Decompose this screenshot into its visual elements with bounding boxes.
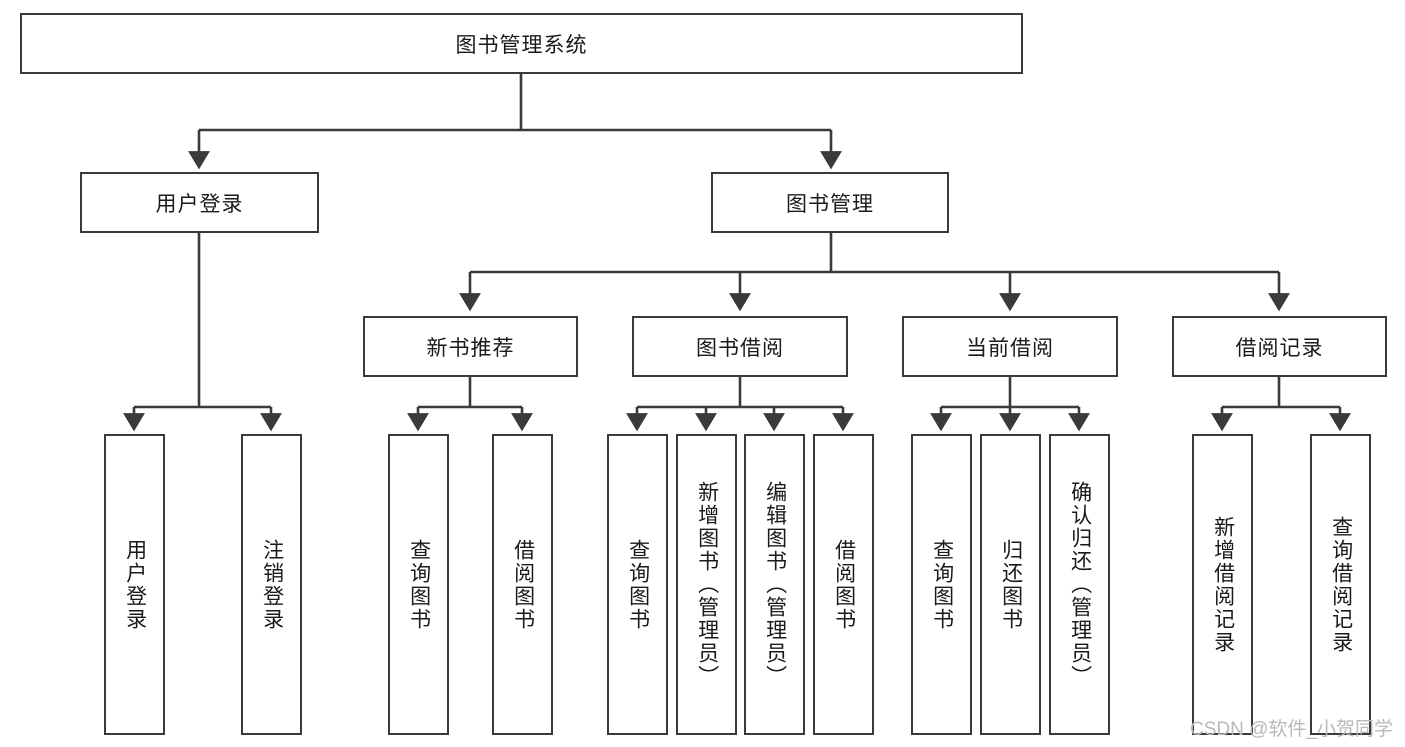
leaf-query-book-3[interactable]: 查询图书 xyxy=(911,434,972,735)
node-current-borrow-label: 当前借阅 xyxy=(966,336,1054,360)
node-new-book-recommend-label: 新书推荐 xyxy=(426,336,515,360)
leaf-add-borrow-record-label: 新增借阅记录 xyxy=(1211,515,1235,654)
leaf-add-borrow-record[interactable]: 新增借阅记录 xyxy=(1192,434,1253,735)
leaf-add-book[interactable]: 新增图书（管理员） xyxy=(676,434,737,735)
leaf-query-book-2[interactable]: 查询图书 xyxy=(607,434,668,735)
leaf-edit-book-label: 编辑图书（管理员） xyxy=(763,481,787,688)
leaf-query-book-3-label: 查询图书 xyxy=(930,538,954,631)
leaf-user-login[interactable]: 用户登录 xyxy=(104,434,165,735)
leaf-user-logout[interactable]: 注销登录 xyxy=(241,434,302,735)
leaf-return-book-label: 归还图书 xyxy=(999,538,1023,631)
node-borrow-record[interactable]: 借阅记录 xyxy=(1172,316,1387,377)
node-new-book-recommend[interactable]: 新书推荐 xyxy=(363,316,578,377)
node-book-borrow[interactable]: 图书借阅 xyxy=(632,316,848,377)
leaf-borrow-book-2-label: 借阅图书 xyxy=(832,538,856,631)
leaf-borrow-book-1[interactable]: 借阅图书 xyxy=(492,434,553,735)
leaf-user-logout-label: 注销登录 xyxy=(260,538,284,631)
node-user-login-label: 用户登录 xyxy=(155,192,244,216)
leaf-query-book-2-label: 查询图书 xyxy=(626,538,650,631)
leaf-query-book-1-label: 查询图书 xyxy=(407,538,431,631)
leaf-user-login-label: 用户登录 xyxy=(123,538,147,631)
leaf-query-borrow-record[interactable]: 查询借阅记录 xyxy=(1310,434,1371,735)
leaf-query-book-1[interactable]: 查询图书 xyxy=(388,434,449,735)
node-book-manage[interactable]: 图书管理 xyxy=(711,172,949,233)
leaf-query-borrow-record-label: 查询借阅记录 xyxy=(1329,515,1353,654)
leaf-borrow-book-2[interactable]: 借阅图书 xyxy=(813,434,874,735)
node-user-login[interactable]: 用户登录 xyxy=(80,172,319,233)
leaf-edit-book[interactable]: 编辑图书（管理员） xyxy=(744,434,805,735)
node-book-borrow-label: 图书借阅 xyxy=(696,336,784,360)
node-current-borrow[interactable]: 当前借阅 xyxy=(902,316,1118,377)
leaf-borrow-book-1-label: 借阅图书 xyxy=(511,538,535,631)
node-book-manage-label: 图书管理 xyxy=(786,192,874,216)
leaf-confirm-return[interactable]: 确认归还（管理员） xyxy=(1049,434,1110,735)
node-borrow-record-label: 借阅记录 xyxy=(1235,336,1324,360)
leaf-return-book[interactable]: 归还图书 xyxy=(980,434,1041,735)
node-root[interactable]: 图书管理系统 xyxy=(20,13,1023,74)
leaf-add-book-label: 新增图书（管理员） xyxy=(695,481,719,688)
leaf-confirm-return-label: 确认归还（管理员） xyxy=(1068,481,1092,688)
csdn-watermark: CSDN @软件_小贺同学 xyxy=(1190,719,1393,740)
node-root-label: 图书管理系统 xyxy=(455,33,588,57)
